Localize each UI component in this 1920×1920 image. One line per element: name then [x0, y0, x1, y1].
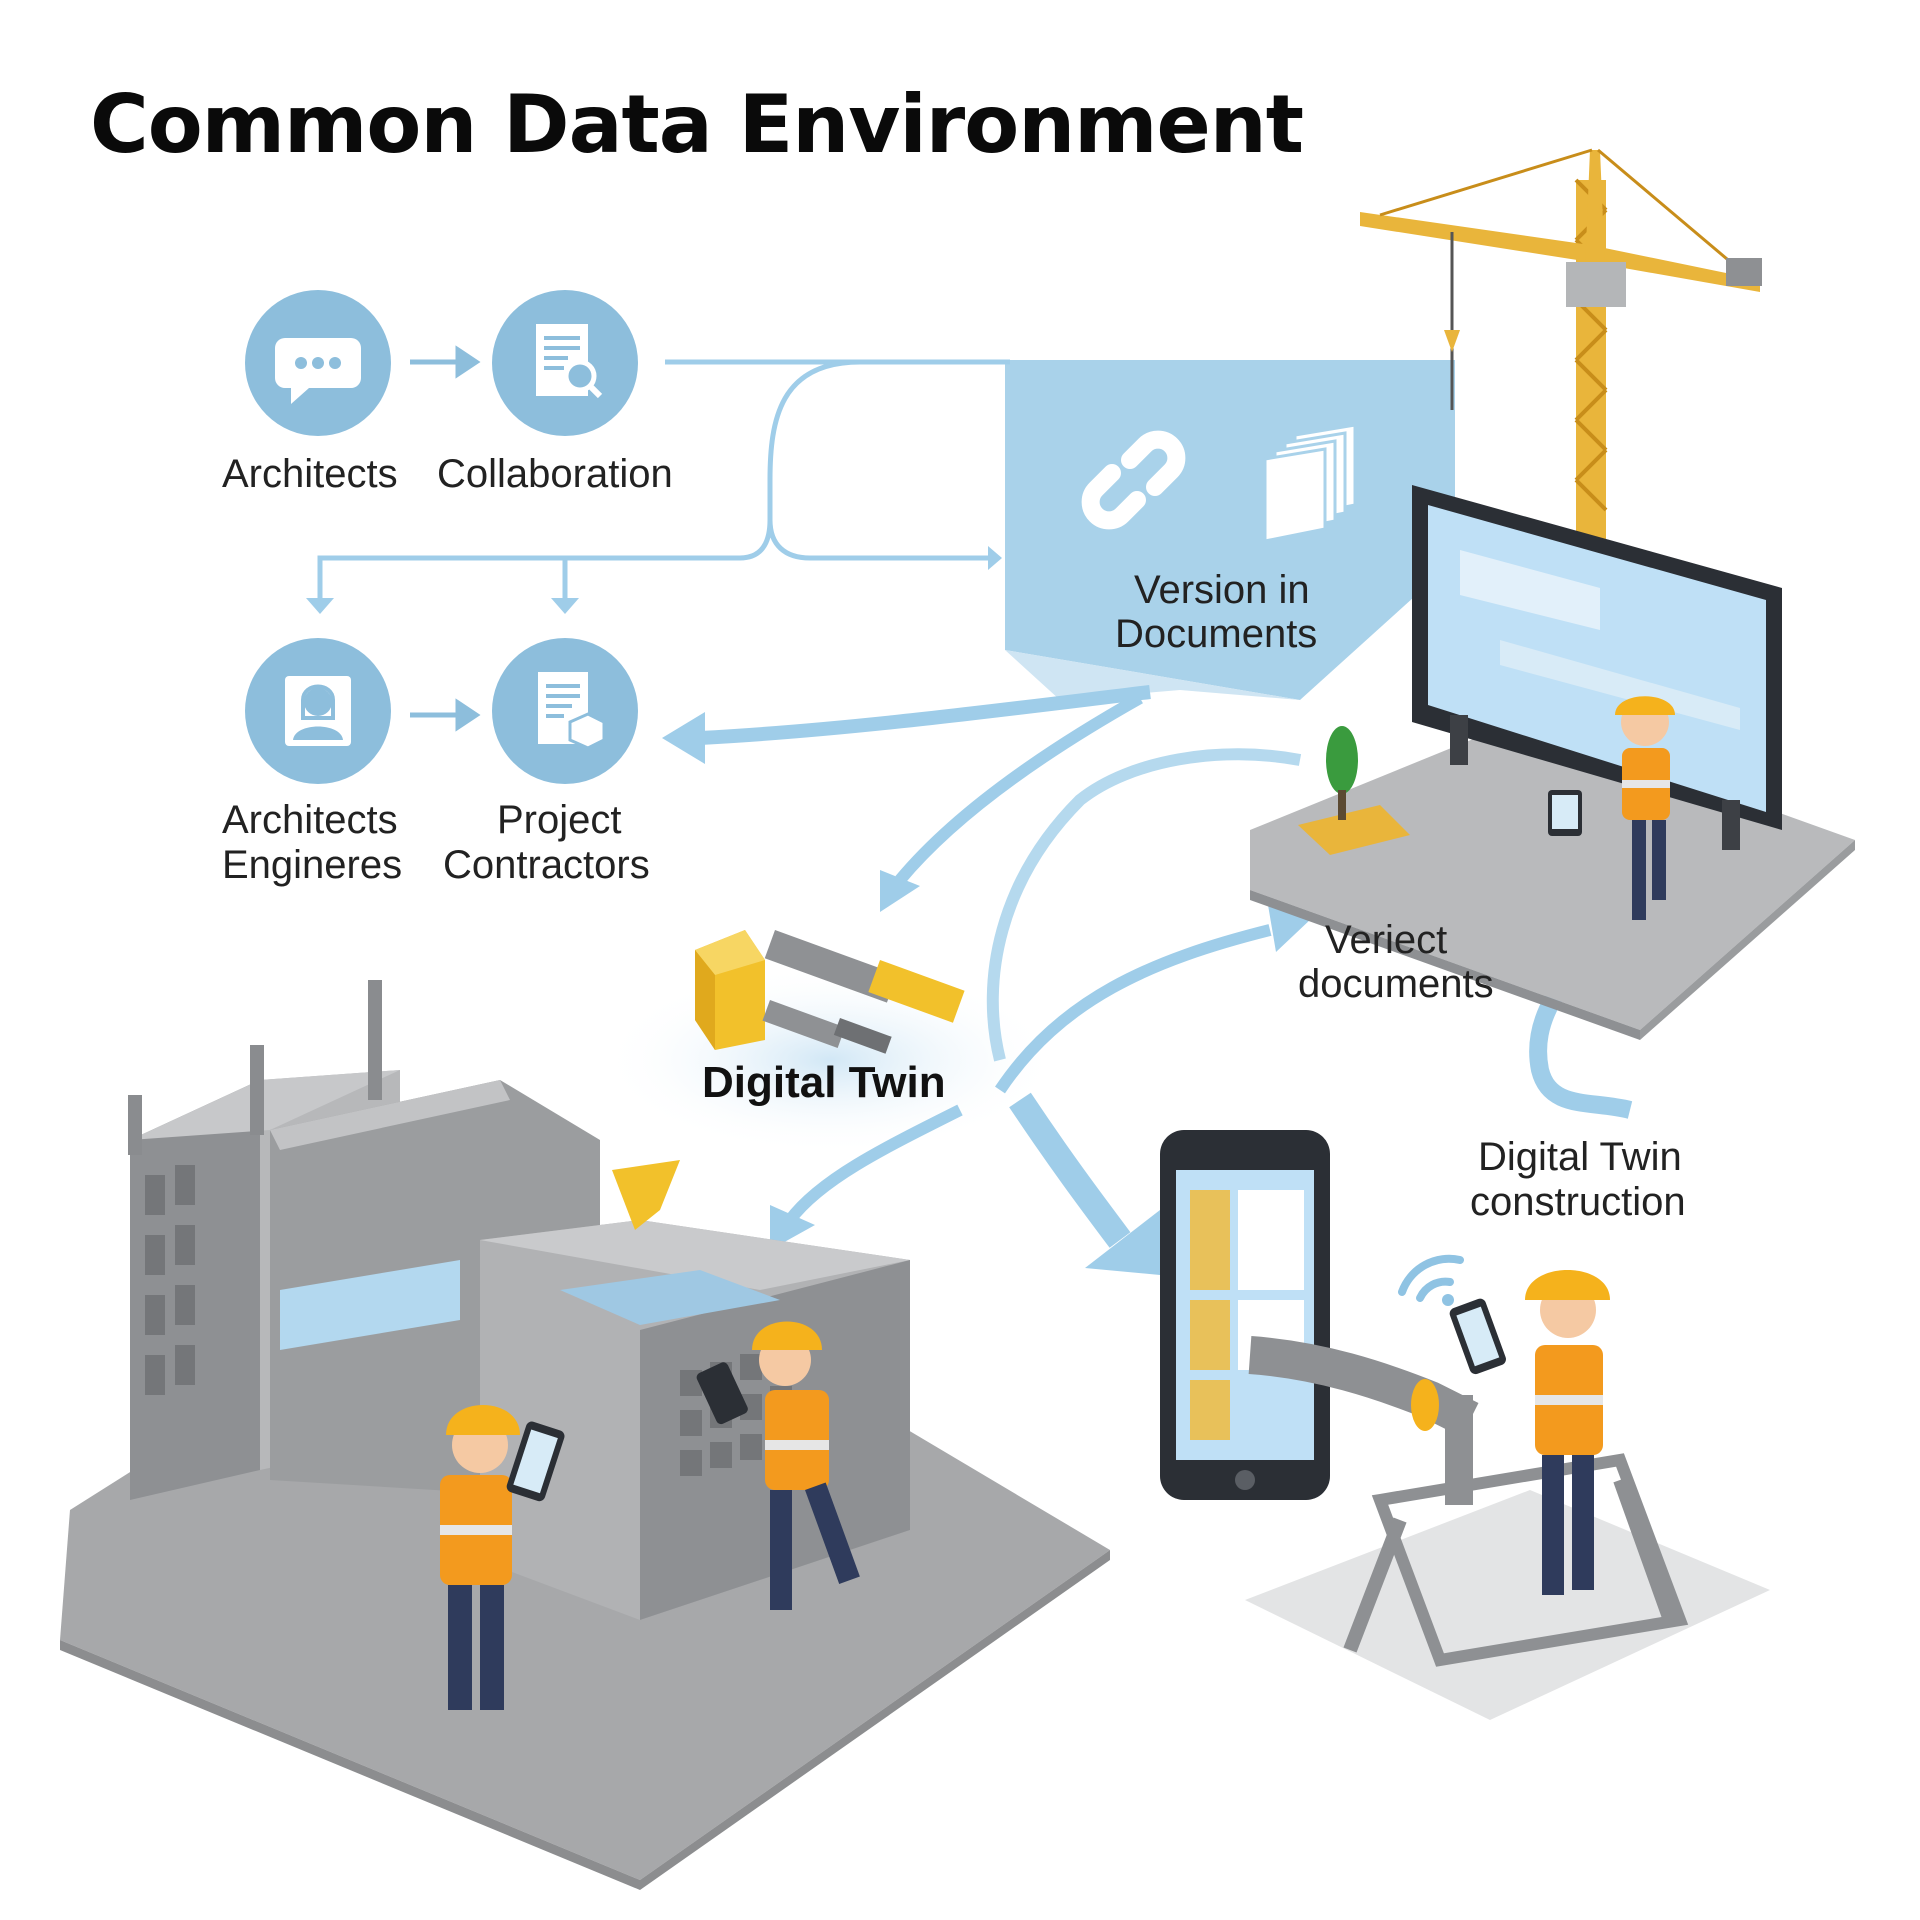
- back-to-contractors-arrow: [662, 685, 1151, 764]
- architects-engineers-label-line1: Architects: [222, 798, 398, 842]
- architects-engineers-label-line2: Engineres: [222, 843, 403, 887]
- digital-twin-objects: [695, 930, 965, 1054]
- collaboration-node[interactable]: [492, 290, 638, 436]
- project-contractors-node[interactable]: [492, 638, 638, 784]
- wifi-signal-icon: [1398, 1254, 1464, 1306]
- veriect-documents-label-line1: Veriect: [1325, 918, 1448, 962]
- collaboration-label: Collaboration: [437, 452, 673, 496]
- digital-twin-construction-label-line2: construction: [1470, 1180, 1686, 1224]
- flow-arrowheads-small: [306, 546, 1002, 614]
- version-documents-label-line1: Version in: [1134, 568, 1310, 612]
- architects-node[interactable]: [245, 290, 391, 436]
- veriect-documents-label-line2: documents: [1298, 962, 1494, 1006]
- document-stack-icon: [1263, 425, 1357, 543]
- document-search-icon: [536, 324, 603, 399]
- collaboration-flow-lines: [317, 359, 1010, 600]
- worker-monitor: [1548, 696, 1675, 920]
- document-cube-icon: [538, 672, 606, 750]
- project-contractors-label-line2: Contractors: [443, 843, 650, 887]
- digital-twin-label: Digital Twin: [702, 1058, 946, 1107]
- architects-engineers-node[interactable]: [245, 638, 391, 784]
- circle-connector-arrows: [410, 345, 481, 732]
- worker-left-1: [440, 1405, 565, 1710]
- version-documents-label-line2: Documents: [1115, 612, 1318, 656]
- worker-left-2: [696, 1321, 860, 1610]
- monitor-site: [1250, 485, 1855, 1040]
- left-construction-site: [60, 980, 1110, 1890]
- digital-twin-flows: [770, 748, 1633, 1275]
- pipe-site: [1160, 1130, 1770, 1720]
- chat-bubble-icon: [275, 338, 361, 404]
- digital-twin-construction-label-line1: Digital Twin: [1478, 1135, 1682, 1179]
- arrow-to-digital-twin: [880, 692, 1143, 912]
- architects-label: Architects: [222, 452, 398, 496]
- person-profile-icon: [285, 676, 351, 746]
- worker-pipe: [1449, 1270, 1610, 1595]
- project-contractors-label-line1: Project: [497, 798, 622, 842]
- link-chain-icon: [1081, 430, 1186, 530]
- page-title: Common Data Environment: [90, 78, 1304, 171]
- tower-crane: [1360, 148, 1762, 540]
